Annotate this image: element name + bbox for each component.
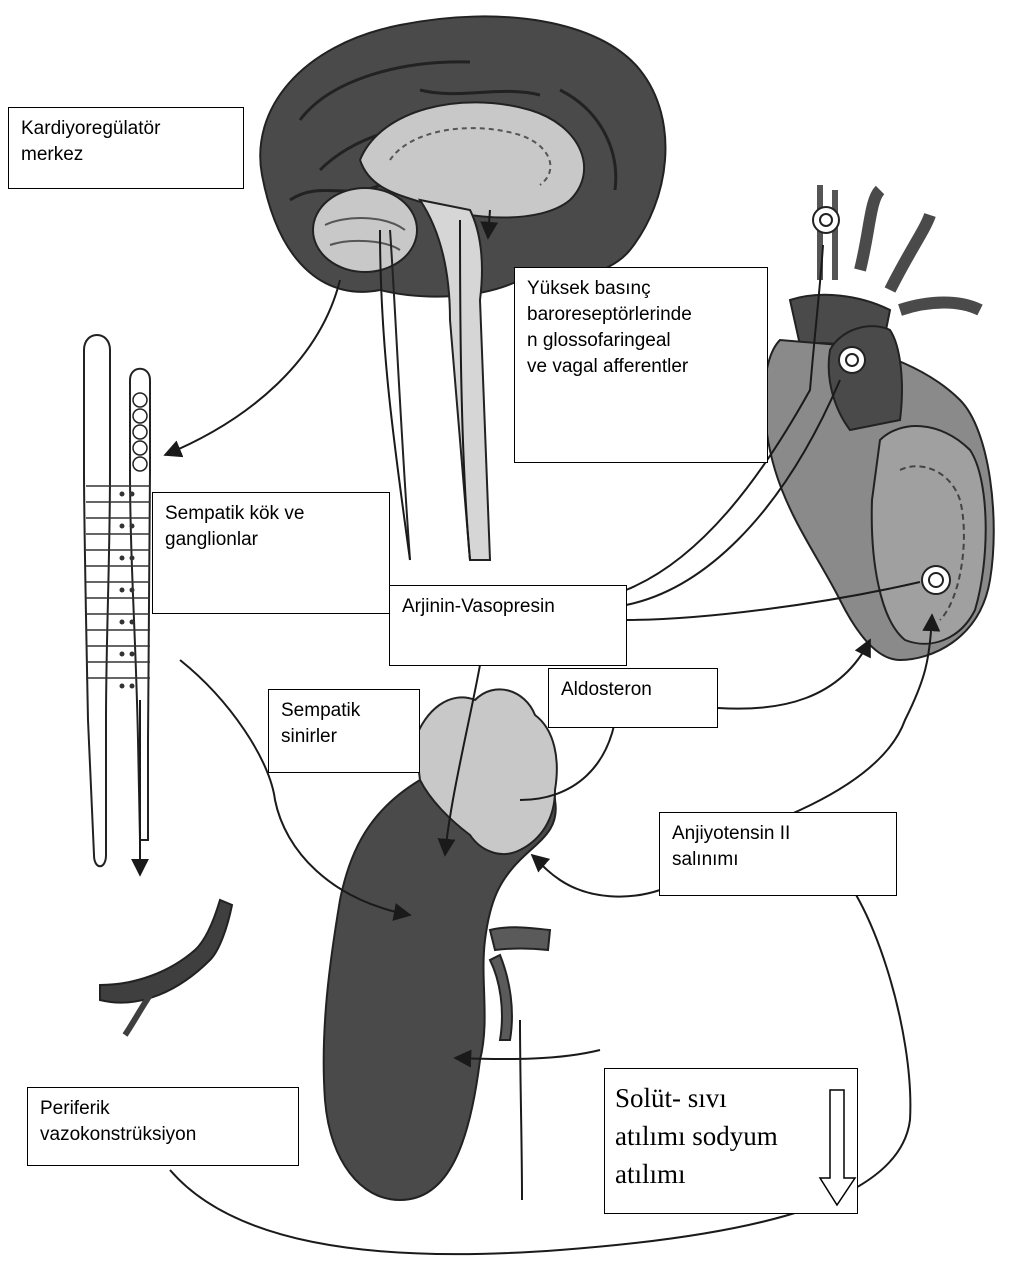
- label-sempatik-sinirler: Sempatik sinirler: [268, 689, 420, 773]
- label-yuksek-basinc-baroreseptorler: Yüksek basınç baroreseptörlerinde n glos…: [514, 267, 768, 463]
- heart-illustration: [764, 185, 993, 660]
- label-anjiyotensin-salinimi: Anjiyotensin II salınımı: [659, 812, 897, 896]
- blood-vessel-illustration: [100, 900, 232, 1035]
- label-arjinin-vasopresin: Arjinin-Vasopresin: [389, 585, 627, 666]
- label-aldosteron: Aldosteron: [548, 668, 718, 728]
- label-sempatik-kok-ganglionlar: Sempatik kök ve ganglionlar: [152, 492, 390, 614]
- label-periferik-vazokonstruksiyon: Periferik vazokonstrüksiyon: [27, 1087, 299, 1166]
- label-kardiyoregulator-merkez: Kardiyoregülatör merkez: [8, 107, 244, 189]
- down-arrow-icon: [818, 1088, 858, 1208]
